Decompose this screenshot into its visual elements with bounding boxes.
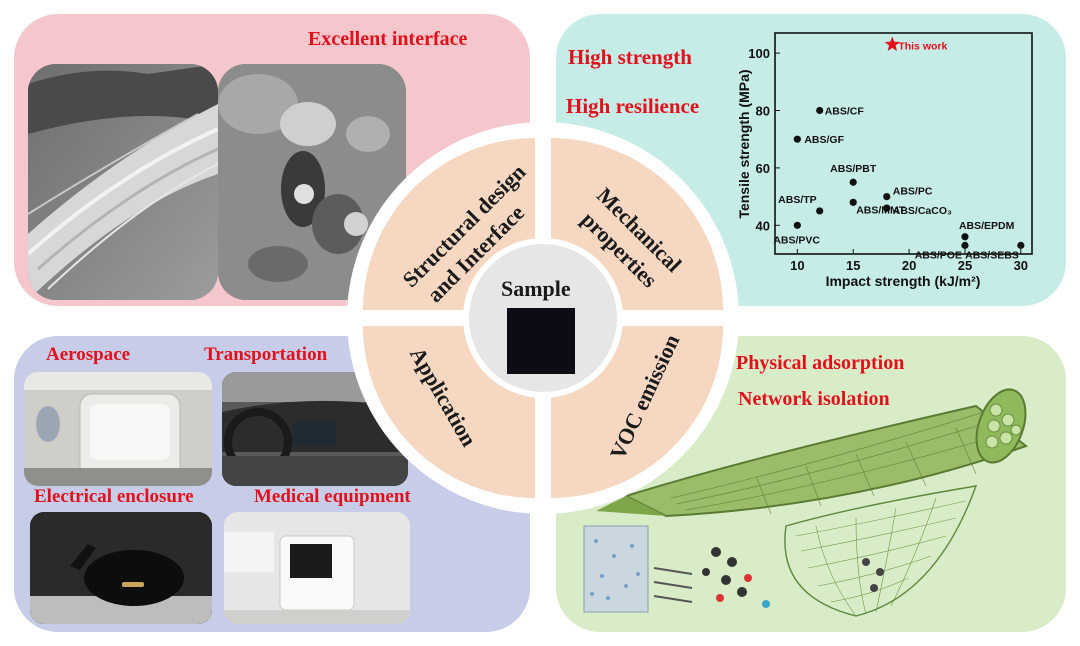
data-point-marker [961, 241, 969, 249]
data-point-marker [816, 106, 824, 115]
data-point-label: ABS/GF [804, 134, 844, 146]
data-point-marker [793, 221, 801, 229]
data-point-marker [1017, 241, 1025, 249]
high-strength-label: High strength [568, 45, 692, 69]
data-point-marker [849, 178, 857, 186]
y-tick-label: 80 [756, 103, 770, 118]
interface-title: Excellent interface [308, 28, 468, 50]
data-point-label: This work [898, 40, 947, 52]
fiber-network-illustration [583, 388, 1029, 617]
network-isolation-label: Network isolation [738, 388, 890, 410]
high-resilience-label: High resilience [566, 94, 700, 118]
data-point-label: ABS/EPDM [959, 220, 1015, 232]
x-tick-label: 10 [790, 258, 804, 273]
this-work-star-marker [884, 36, 900, 51]
x-tick-label: 15 [846, 258, 860, 273]
data-point-label: ABS/TP [778, 194, 817, 206]
x-tick-label: 25 [958, 258, 972, 273]
data-point-label: ABS/CF [825, 105, 865, 117]
data-point-marker [816, 207, 824, 215]
data-point-marker [883, 204, 891, 212]
medical-equipment-label: Medical equipment [254, 486, 411, 507]
data-point-marker [961, 233, 969, 241]
sample-label: Sample [501, 276, 571, 301]
y-tick-label: 100 [748, 46, 770, 61]
application-panel: Aerospace Transportation Electrical encl… [14, 336, 530, 632]
data-point-label: ABS/PC [893, 186, 933, 198]
x-tick-label: 30 [1014, 258, 1028, 273]
electrical-enclosure-label: Electrical enclosure [34, 486, 194, 507]
aircraft-interior-photo [24, 372, 212, 486]
plot-frame [774, 32, 1033, 255]
y-tick-label: 60 [756, 161, 770, 176]
voc-panel: Physical adsorption Network isolation [556, 336, 1066, 632]
y-axis-label: Tensile strength (MPa) [736, 69, 752, 218]
x-tick-label: 20 [902, 258, 916, 273]
data-point-label: ABS/PBT [830, 163, 877, 175]
y-tick-label: 40 [756, 218, 770, 233]
data-point-label: ABS/SEBS [965, 249, 1019, 261]
sem-image-fibers [28, 64, 218, 300]
earbud-case-photo [30, 512, 212, 624]
data-point-marker [883, 192, 891, 201]
sem-image-fracture [218, 64, 406, 300]
data-point-label: ABS/PVC [773, 234, 820, 246]
ultrasound-machine-photo [224, 512, 410, 624]
physical-adsorption-label: Physical adsorption [736, 352, 905, 374]
data-point-marker [849, 198, 857, 206]
data-point-marker [793, 135, 801, 143]
aerospace-label: Aerospace [46, 344, 131, 365]
car-dashboard-photo [222, 372, 408, 486]
data-point-label: ABS/MMT [856, 204, 906, 216]
transportation-label: Transportation [204, 344, 328, 365]
data-point-label: ABS/POE [915, 249, 962, 261]
x-axis-label: Impact strength (kJ/m²) [826, 273, 981, 289]
data-point-label: ABS/CaCO₃ [893, 205, 952, 217]
